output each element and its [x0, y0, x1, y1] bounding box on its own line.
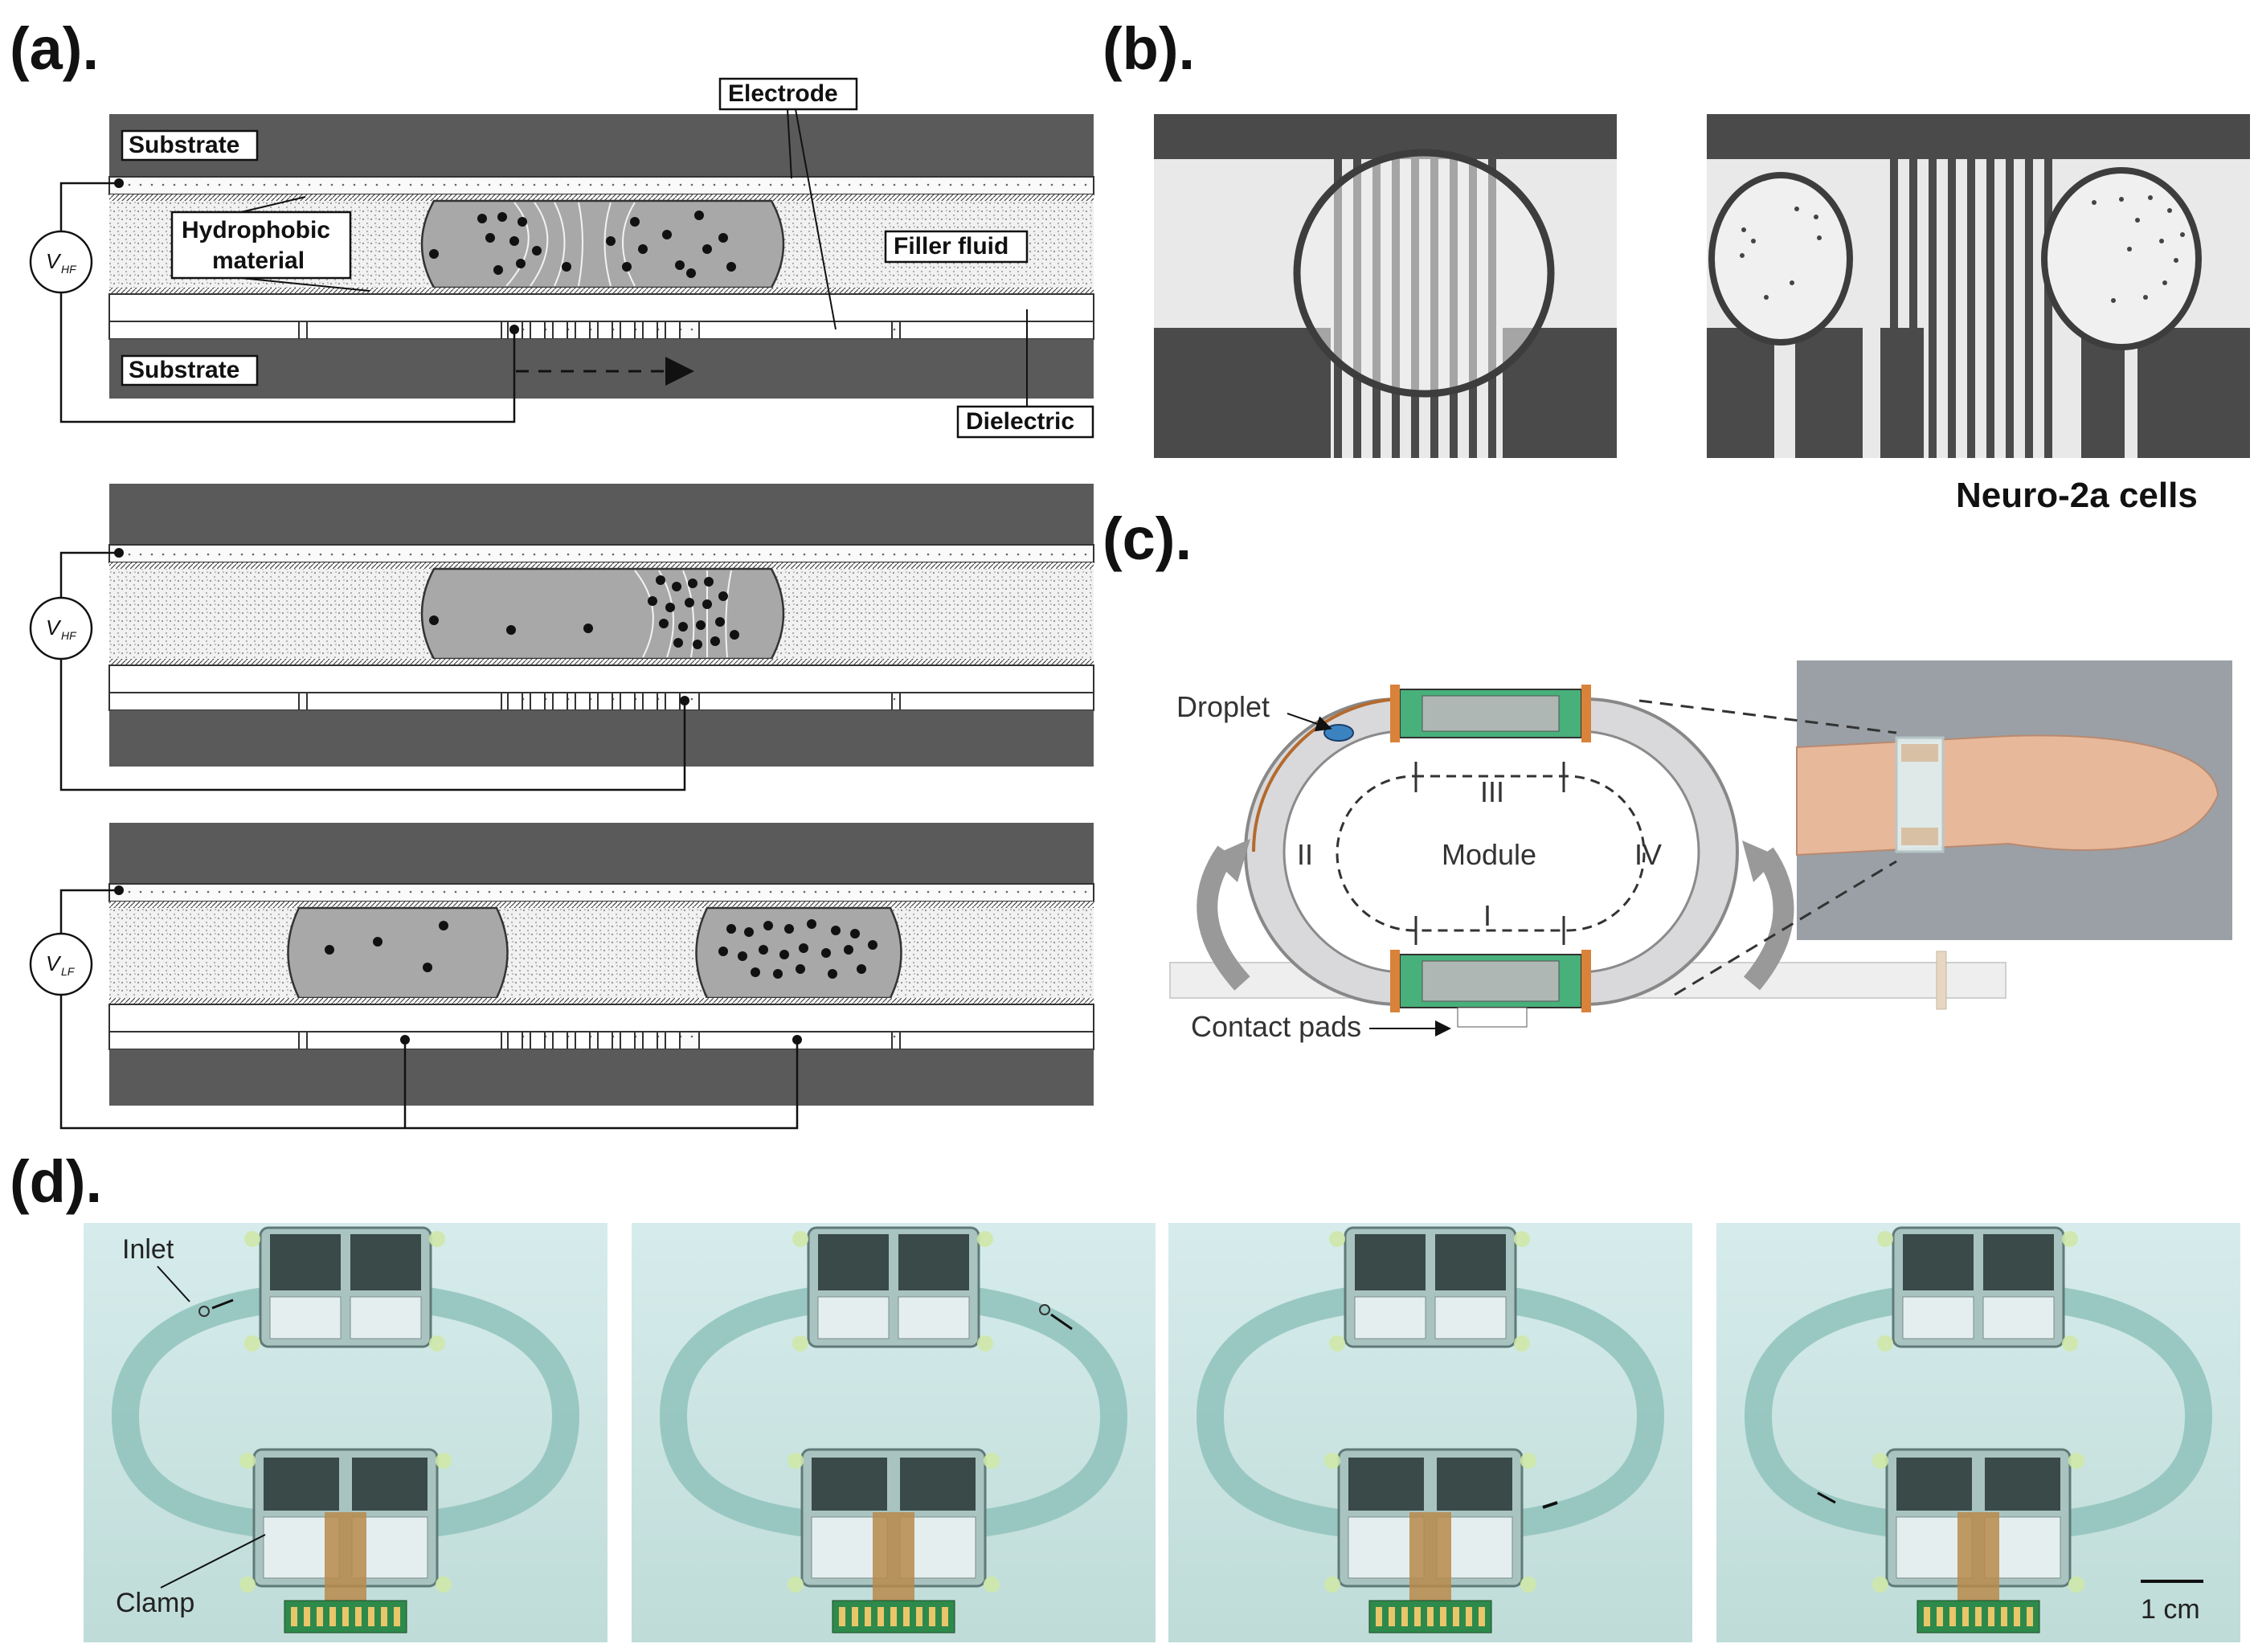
cell-droplet-left — [1293, 149, 1555, 398]
photo-frame-1 — [84, 1223, 607, 1642]
inlet-label: Inlet — [122, 1234, 174, 1265]
hydrophobic-label-line1: Hydrophobic — [182, 217, 330, 243]
photo-frame-2 — [632, 1223, 1156, 1642]
module-label: Module — [1442, 838, 1536, 871]
v-hf-2-label: V — [46, 615, 62, 640]
wrist-photo — [1796, 660, 2232, 940]
panel-c-label: (c). — [1102, 505, 1192, 572]
segment-I-label: I — [1483, 899, 1491, 932]
micrograph-left — [1154, 114, 1617, 458]
voltage-source-lf — [29, 932, 93, 996]
cell-droplet-right-2 — [2041, 167, 2202, 350]
segment-IV-label: IV — [1634, 838, 1662, 871]
scale-label: 1 cm — [2141, 1594, 2200, 1625]
panel-b-label: (b). — [1102, 15, 1196, 82]
panel-b-micrographs — [1154, 114, 2250, 458]
clamp-label: Clamp — [116, 1588, 194, 1618]
photo-frame-4 — [1716, 1223, 2240, 1642]
panel-c-device: Droplet Module III I II IV Contact pads — [1169, 660, 2232, 1043]
module-path — [1336, 775, 1646, 932]
diagram-3: V LF — [29, 823, 1094, 1130]
segment-III-label: III — [1480, 775, 1504, 808]
droplet-marker-1 — [198, 1306, 210, 1317]
voltage-source-hf-2 — [29, 596, 93, 660]
contact-pads-label: Contact pads — [1191, 1010, 1361, 1043]
segment-II-label: II — [1297, 838, 1313, 871]
v-hf-1-label: V — [46, 249, 62, 273]
dielectric-label: Dielectric — [966, 408, 1074, 435]
diagram-2: V HF — [29, 484, 1094, 791]
droplet — [420, 199, 785, 289]
cell-droplet-right-1 — [1708, 172, 1853, 346]
panel-d-label: (d). — [10, 1148, 103, 1215]
droplet-3a — [287, 906, 509, 1000]
panel-a-schematic: V HF Substrate Substrate Electrode Hydro… — [29, 77, 1094, 1130]
rotate-arrow-left — [1197, 845, 1250, 991]
arrow-icon-2 — [1050, 1313, 1073, 1331]
electrode-label: Electrode — [728, 80, 838, 107]
diagram-1: V HF Substrate Substrate Electrode Hydro… — [29, 77, 1094, 439]
panel-d-photos: Inlet Clamp 1 cm — [0, 1202, 2254, 1652]
rotate-arrow-right — [1743, 847, 1794, 991]
v-hf-1-subscript: HF — [61, 263, 77, 276]
v-lf-subscript: LF — [61, 965, 76, 978]
substrate-bottom-label: Substrate — [129, 357, 239, 383]
photo-frame-3 — [1168, 1223, 1692, 1642]
voltage-source-hf-1 — [29, 230, 93, 294]
v-lf-label: V — [46, 951, 62, 975]
panel-a-label: (a). — [10, 15, 99, 82]
arrow-icon-1 — [211, 1298, 234, 1310]
micrograph-right — [1707, 114, 2250, 458]
hydrophobic-label-line2: material — [212, 247, 305, 274]
substrate-bottom — [109, 339, 1094, 399]
droplet-marker-2 — [1039, 1304, 1050, 1315]
arrow-icon-3 — [1542, 1501, 1558, 1509]
arrow-icon-4 — [1817, 1491, 1836, 1504]
substrate-top-label: Substrate — [129, 132, 239, 158]
panel-b-caption: Neuro-2a cells — [1956, 476, 2198, 515]
droplet-label: Droplet — [1176, 690, 1270, 723]
filler-fluid-label: Filler fluid — [894, 233, 1008, 260]
v-hf-2-subscript: HF — [61, 629, 77, 642]
